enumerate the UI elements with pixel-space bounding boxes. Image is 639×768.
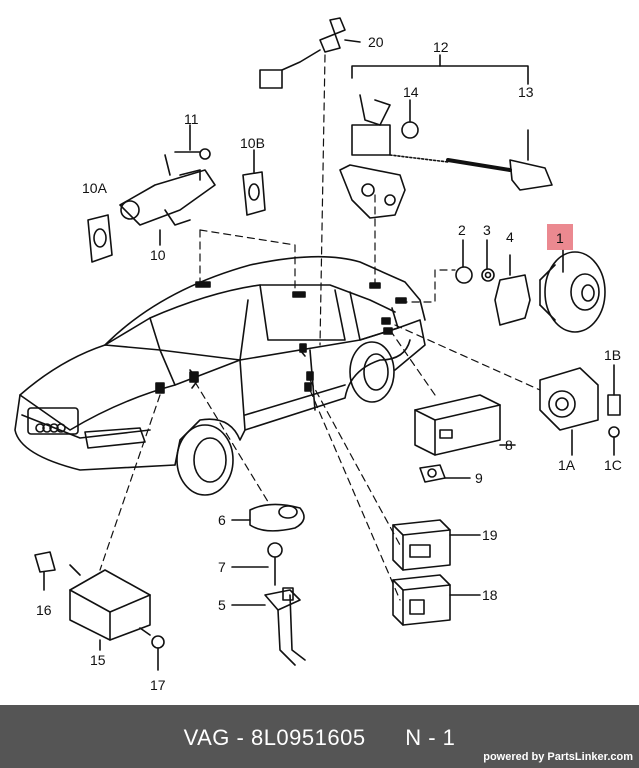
dashed-leader-lines <box>99 54 541 601</box>
callout-10A: 10A <box>82 180 108 196</box>
callout-10B: 10B <box>240 135 265 151</box>
part-19-switch <box>392 519 481 571</box>
callout-1A: 1A <box>558 457 576 473</box>
car-illustration <box>14 255 426 496</box>
callout-18: 18 <box>482 587 498 603</box>
part-5-bracket <box>231 542 306 666</box>
callout-10: 10 <box>150 247 166 263</box>
callout-20: 20 <box>368 34 384 50</box>
part-20-lock-cylinder <box>259 17 361 89</box>
footer-bar: VAG - 8L0951605 N - 1 powered by PartsLi… <box>0 705 639 768</box>
part-8-control-unit <box>414 394 516 483</box>
parts-diagram: 20 12 14 13 11 10B 10A 10 2 3 4 1 1B 8 1… <box>14 17 622 693</box>
part-12-bonnet-lock-assembly <box>339 54 553 219</box>
callout-13: 13 <box>518 84 534 100</box>
part-code: VAG - 8L0951605 N - 1 <box>183 725 456 750</box>
callout-1-highlight <box>547 224 573 250</box>
callout-1B: 1B <box>604 347 621 363</box>
callout-14: 14 <box>403 84 419 100</box>
part-1-horn <box>455 239 606 333</box>
callout-19: 19 <box>482 527 498 543</box>
callout-17: 17 <box>150 677 166 693</box>
part-18-switch <box>392 574 481 626</box>
callout-12: 12 <box>433 39 449 55</box>
powered-by-brand: powered by PartsLinker.com <box>483 751 633 763</box>
part-6-sealing-pad <box>231 503 305 532</box>
callout-1C: 1C <box>604 457 622 473</box>
callout-7: 7 <box>218 559 226 575</box>
callout-11: 11 <box>184 111 199 127</box>
callout-labels: 20 12 14 13 11 10B 10A 10 2 3 4 1 1B 8 1… <box>36 34 622 693</box>
callout-16: 16 <box>36 602 52 618</box>
part-10-steering-lock-housing <box>87 124 266 263</box>
callout-4: 4 <box>506 229 514 245</box>
part-1A-horn-high-tone <box>539 364 621 456</box>
callout-3: 3 <box>483 222 491 238</box>
callout-15: 15 <box>90 652 106 668</box>
callout-6: 6 <box>218 512 226 528</box>
callout-1: 1 <box>556 230 564 246</box>
callout-9: 9 <box>475 470 483 486</box>
part-15-relay <box>34 551 165 671</box>
callout-2: 2 <box>458 222 466 238</box>
callout-5: 5 <box>218 597 226 613</box>
callout-8: 8 <box>505 437 513 453</box>
